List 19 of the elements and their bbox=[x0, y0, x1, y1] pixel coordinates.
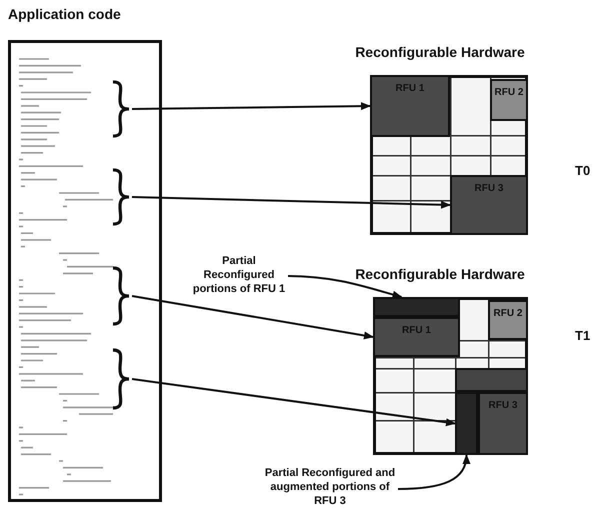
leader-arrow bbox=[288, 275, 402, 298]
unit-label: RFU 2 bbox=[494, 86, 524, 99]
heading: Application code bbox=[8, 6, 121, 22]
heading: Reconfigurable Hardware bbox=[354, 266, 526, 282]
annotation-text: Partial Reconfigured portions of RFU 1 bbox=[192, 254, 286, 296]
arrow bbox=[132, 295, 374, 340]
leader-arrow bbox=[398, 454, 470, 490]
arrow bbox=[132, 102, 371, 110]
unit-label: RFU 1 bbox=[395, 82, 425, 95]
unit-label: RFU 3 bbox=[488, 399, 518, 412]
annotation-text: Partial Reconfigured and augmented portions of RFU 3 bbox=[264, 466, 396, 508]
unit-label: RFU 2 bbox=[493, 307, 523, 320]
heading: Reconfigurable Hardware bbox=[354, 44, 526, 60]
unit-label: RFU 3 bbox=[474, 182, 504, 195]
arrow bbox=[132, 196, 451, 209]
arrow bbox=[132, 378, 456, 426]
time-step-label: T0 bbox=[575, 163, 590, 178]
time-step-label: T1 bbox=[575, 328, 590, 343]
unit-label: RFU 1 bbox=[402, 324, 432, 337]
